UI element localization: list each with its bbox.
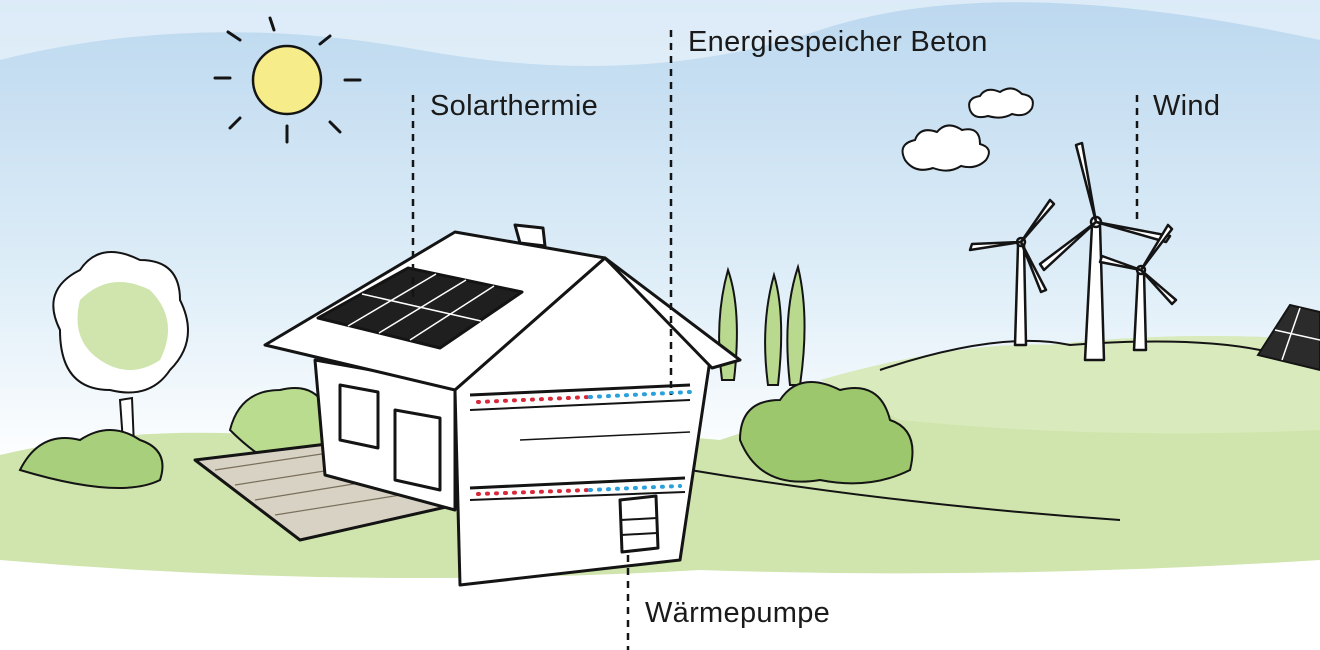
label-waermepumpe: Wärmepumpe	[645, 597, 831, 629]
label-energiespeicher-beton: Energiespeicher Beton	[688, 26, 988, 58]
leader-lines	[411, 30, 1139, 650]
far-hill	[820, 336, 1320, 434]
path-line	[689, 469, 1121, 521]
solar-panel-icon	[1256, 303, 1320, 372]
house-icon	[193, 223, 742, 587]
label-wind: Wind	[1153, 90, 1221, 122]
label-solarthermie: Solarthermie	[430, 90, 598, 122]
tree-icon	[18, 251, 189, 489]
wind-turbine-icon	[968, 141, 1178, 362]
heat-pump-icon	[618, 494, 660, 554]
floor-heating-dots	[476, 390, 692, 496]
sky-wash	[0, 0, 1320, 66]
cloud-icon	[901, 87, 1034, 172]
sun-icon	[213, 16, 362, 144]
